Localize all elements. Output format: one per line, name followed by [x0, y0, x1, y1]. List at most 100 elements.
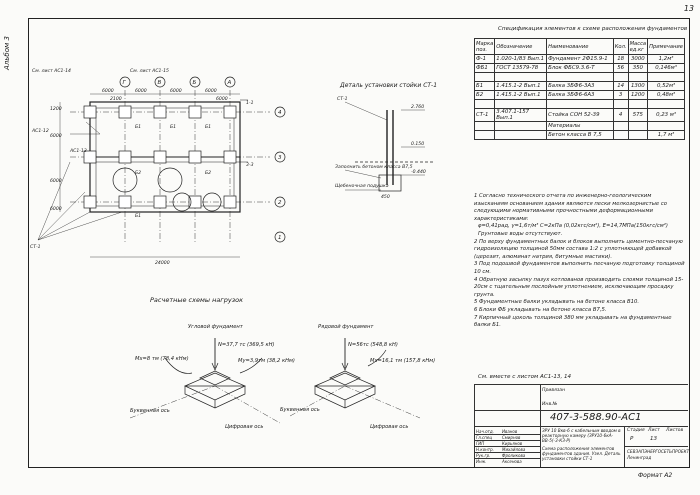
corner-axis-digit: Цифровая ось	[225, 424, 263, 430]
spec-cell	[494, 121, 548, 131]
note-item: 4 Обратную засыпку пазух котлованов прои…	[474, 276, 684, 298]
spec-row	[473, 99, 685, 109]
title-block: Привязан Инв.№ 407-3-588.90-АС1 Нач.отд.…	[474, 384, 690, 467]
spec-cell: 18	[612, 54, 629, 64]
signature-role: Нач.отд.	[476, 429, 494, 434]
spec-cell: 3.407.1-157 Вып.1	[494, 108, 548, 122]
spec-col-designation: Обозначение	[494, 38, 548, 55]
spec-header-row: Марка поз. Обозначение Наименование Кол.…	[473, 38, 685, 55]
spec-col-qty: Кол.	[612, 38, 629, 55]
album-label: Альбом 3	[3, 36, 11, 70]
dim-left-3: 6000	[50, 178, 62, 184]
spec-cell	[627, 130, 649, 140]
spec-col-note: Примечание	[647, 38, 685, 55]
callout-sheet-15: См. лист АС1-15	[130, 68, 169, 74]
spec-cell	[627, 99, 649, 109]
dim-top-5: 6000	[216, 96, 228, 102]
corner-foundation-title: Угловой фундамент	[188, 324, 244, 330]
spec-row: Материалы	[473, 121, 685, 131]
spec-cell	[473, 130, 496, 140]
page-number: 13	[683, 4, 694, 13]
spec-cell	[612, 121, 629, 131]
corner-moment-y: Мy=3,9тм (38,2 кНм)	[238, 358, 295, 364]
dim-top-4: 6000	[205, 88, 217, 94]
spec-cell	[473, 72, 496, 82]
note-item: Грунтовые воды отсутствуют.	[478, 230, 563, 237]
dim-top-2: 6000	[135, 88, 147, 94]
spec-cell: СТ-1	[473, 108, 496, 122]
spec-cell: Б2	[473, 90, 496, 100]
note-item: 6 Блоки ФБ укладывать на бетоне класса В…	[474, 306, 607, 313]
row-load-n: N=56тс (548,8 кН)	[348, 342, 398, 348]
spec-cell: Б1	[473, 81, 496, 91]
corner-moment-x: Мx=8 тм (78,4 кНм)	[135, 356, 189, 362]
signature-name: Аксенова	[502, 459, 522, 464]
spec-cell: 575	[627, 108, 649, 122]
spec-cell	[494, 72, 548, 82]
spec-cell: 56	[612, 63, 629, 73]
note-item: 7 Кирпичный цоколь толщиной 380 мм уклад…	[474, 314, 672, 329]
general-notes: 1 Согласно технического отчета по инжене…	[474, 193, 686, 330]
stamp-inventory: Инв.№	[542, 402, 558, 407]
row-axis-letter: Буквенная ось	[280, 407, 320, 413]
spec-cell: 4	[612, 108, 629, 122]
spec-cell: 1,2м³	[647, 54, 685, 64]
beam-label-4: Б2	[135, 170, 141, 176]
spec-cell	[473, 121, 496, 131]
detail-stand-label: СТ-1	[337, 96, 348, 102]
spec-col-name: Наименование	[546, 38, 614, 55]
spec-cell: Стойка СОН 52-39	[546, 108, 614, 122]
spec-cell: 0,146м³	[647, 63, 685, 73]
axis-top-2: В	[158, 80, 162, 86]
signature-role: Н.контр.	[476, 447, 494, 452]
spec-cell	[627, 72, 649, 82]
spec-cell: 1,7 м³	[647, 130, 685, 140]
spec-col-mass: Масса ед.кг	[627, 38, 649, 55]
dim-left-1: 1200	[50, 106, 62, 112]
spec-cell	[627, 121, 649, 131]
spec-title: Спецификация элементов к схеме расположе…	[498, 26, 688, 32]
detail-title: Деталь установки стойки СТ-1	[340, 82, 438, 89]
dim-top-1: 6000	[102, 88, 114, 94]
spec-cell	[546, 72, 614, 82]
spec-cell: Ф-1	[473, 54, 496, 64]
spec-col-mark: Марка поз.	[473, 38, 496, 55]
detail-width: 450	[381, 194, 390, 200]
note-item: 1 Согласно технического отчета по инжене…	[474, 193, 668, 222]
signature-name: Кирьянов	[502, 441, 523, 446]
note-item: φ=0,41рад, γ=1,6т/м³ С=2кПа (0,02кгс/см²…	[478, 223, 668, 230]
dim-left-2: 6000	[50, 133, 62, 139]
detail-fill-note: Заполнить бетоном класса В7,5	[335, 164, 413, 170]
spec-cell	[647, 99, 685, 109]
sheet-title: Схема расположения элементов фундаментов…	[542, 446, 621, 461]
axis-right-3: 2	[278, 200, 282, 206]
organization: СЕВЗАПЭНЕРГОСЕТЬПРОЕКТ Ленинград	[627, 449, 690, 460]
load-schemes: Угловой фундамент N=37,7 тс (369,5 кН) М…	[130, 324, 435, 430]
axis-right-1: 4	[278, 110, 282, 116]
stamp-attached: Привязан	[542, 388, 566, 393]
sheets-label: Листов	[666, 428, 684, 433]
spec-cell: 350	[627, 63, 649, 73]
signature-role: Инж.	[476, 459, 487, 464]
signature-role: Рук.гр.	[476, 453, 491, 458]
signature-role: Гл.спец	[476, 435, 493, 440]
spec-cell: 14	[612, 81, 629, 91]
beam-label-2: Б1	[170, 124, 176, 130]
spec-cell	[647, 72, 685, 82]
dim-total: 24000	[155, 260, 170, 266]
spec-cell	[494, 130, 548, 140]
spec-cell: 1.415.1-2 Вып.1	[494, 81, 548, 91]
axis-right-4: 1	[278, 235, 282, 241]
spec-cell: 3000	[627, 54, 649, 64]
spec-table: Марка поз. Обозначение Наименование Кол.…	[473, 38, 685, 140]
signature-name: Михайлова	[502, 447, 526, 452]
callout-st1: СТ-1	[30, 244, 41, 250]
spec-cell: Бетон класса В 7,5	[546, 130, 614, 140]
spec-cell: 0,48м³	[647, 90, 685, 100]
note-item: 5 Фундаментные балки укладывать на бетон…	[474, 299, 640, 306]
spec-cell: Балка 3БФ6-6А3	[546, 90, 614, 100]
